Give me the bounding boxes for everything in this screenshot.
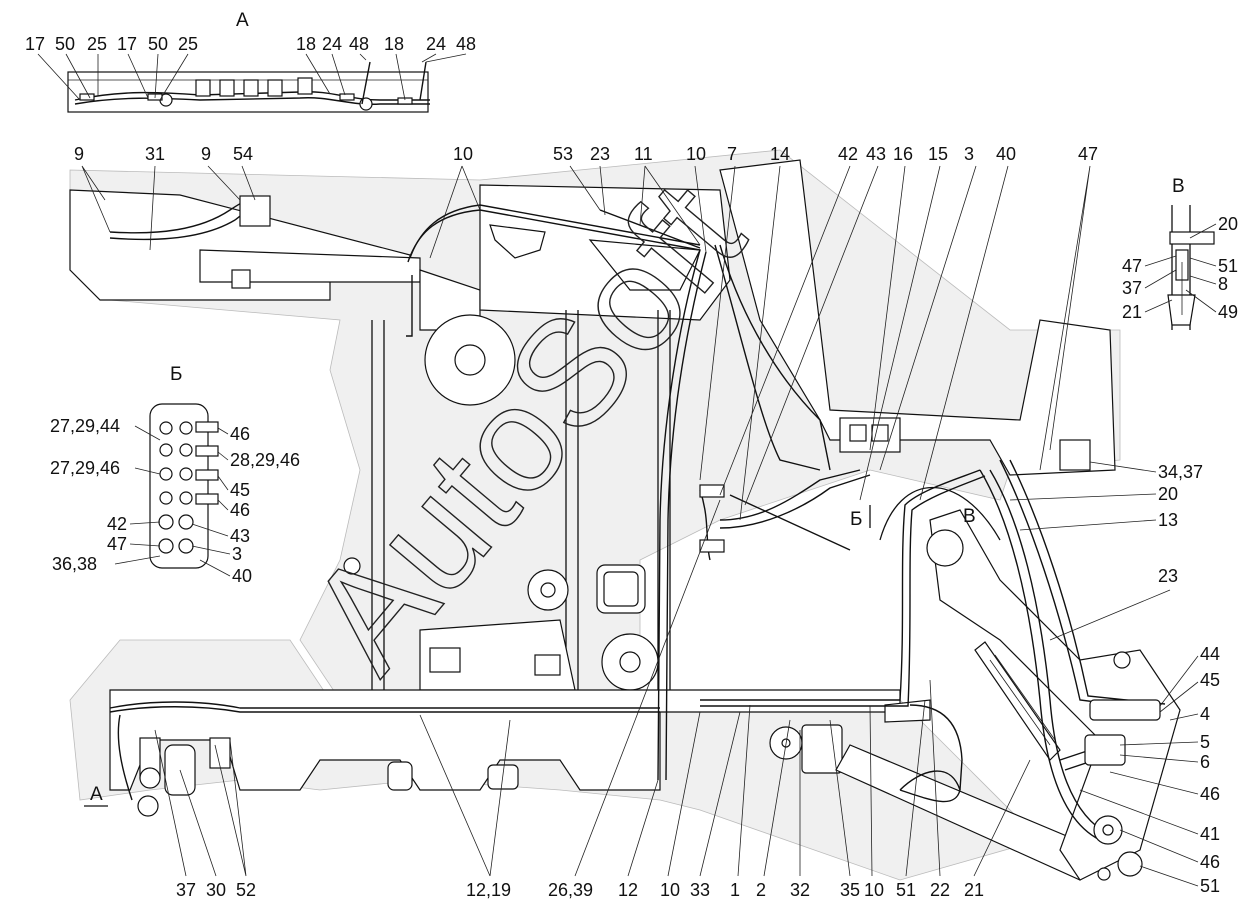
label: 14	[770, 144, 790, 164]
section-b: Б	[170, 364, 182, 385]
label: 26,39	[548, 880, 593, 900]
label: 10	[864, 880, 884, 900]
label: 24	[426, 34, 446, 54]
label: 16	[893, 144, 913, 164]
label: 5	[1200, 732, 1210, 752]
label: 27,29,46	[50, 458, 120, 478]
label: 36,38	[52, 554, 97, 574]
label: 1	[730, 880, 740, 900]
labels-view-v: 20 47 51 37 8 21 49	[1122, 214, 1238, 322]
label: 23	[1158, 566, 1178, 586]
label: 47	[107, 534, 127, 554]
label: 17	[25, 34, 45, 54]
label: 40	[232, 566, 252, 586]
label: 50	[148, 34, 168, 54]
label: 46	[1200, 852, 1220, 872]
label: 53	[553, 144, 573, 164]
label: 46	[230, 500, 250, 520]
label: 49	[1218, 302, 1238, 322]
label: 24	[322, 34, 342, 54]
label: 48	[456, 34, 476, 54]
label: 45	[1200, 670, 1220, 690]
hydraulic-hoses	[109, 195, 1166, 845]
label: 32	[790, 880, 810, 900]
label: 25	[178, 34, 198, 54]
label: 31	[145, 144, 165, 164]
section-a-bottom: А	[90, 784, 103, 805]
label: 2	[756, 880, 766, 900]
label: 11	[634, 144, 653, 164]
label: 15	[928, 144, 948, 164]
label: 33	[690, 880, 710, 900]
view-a-detail	[67, 61, 430, 113]
label: 46	[1200, 784, 1220, 804]
label: 25	[87, 34, 107, 54]
label: 9	[74, 144, 84, 164]
label: 48	[349, 34, 369, 54]
label: 45	[230, 480, 250, 500]
section-b-marker: Б	[850, 509, 862, 530]
label: 13	[1158, 510, 1178, 530]
labels-upper: 9 31 9 54 10 53 23 11 10 7 14 42 43 16 1…	[74, 144, 1098, 521]
label: 18	[296, 34, 316, 54]
label: 18	[384, 34, 404, 54]
labels-view-b: 27,29,44 46 28,29,46 27,29,46 45 46 42 4…	[50, 416, 300, 586]
label: 47	[1122, 256, 1142, 276]
label: 51	[1200, 876, 1220, 896]
label: 17	[117, 34, 137, 54]
label: 22	[930, 880, 950, 900]
label: 42	[838, 144, 858, 164]
label: 20	[1218, 214, 1238, 234]
section-a-top: А	[236, 10, 249, 31]
label: 51	[896, 880, 916, 900]
label: 34,37	[1158, 462, 1203, 482]
frame-members	[343, 310, 671, 691]
label: 30	[206, 880, 226, 900]
label: 43	[230, 526, 250, 546]
label: 51	[1218, 256, 1238, 276]
labels-right: 34,37 20 13 23 44 45 4 5 6 46 41 46 51	[1009, 461, 1220, 896]
label: 44	[1200, 644, 1220, 664]
label: 21	[1122, 302, 1142, 322]
view-v-detail	[1167, 205, 1215, 330]
label: 12	[618, 880, 638, 900]
label: 21	[964, 880, 984, 900]
label: 46	[230, 424, 250, 444]
label: 28,29,46	[230, 450, 300, 470]
label: 54	[233, 144, 253, 164]
label: 50	[55, 34, 75, 54]
view-b-detail	[149, 403, 219, 569]
label: 10	[686, 144, 706, 164]
label: 10	[453, 144, 473, 164]
label: 12,19	[466, 880, 511, 900]
label: 7	[727, 144, 737, 164]
label: 3	[232, 544, 242, 564]
label: 37	[176, 880, 196, 900]
section-v-marker: В	[963, 506, 976, 527]
label: 9	[201, 144, 211, 164]
label: 4	[1200, 704, 1210, 724]
label: 10	[660, 880, 680, 900]
label: 43	[866, 144, 886, 164]
labels-view-a: 17 50 25 17 50 25 18 24 48 18 24 48	[25, 34, 476, 101]
label: 6	[1200, 752, 1210, 772]
upper-body	[69, 159, 1116, 476]
label: 27,29,44	[50, 416, 120, 436]
label: 41	[1200, 824, 1220, 844]
label: 8	[1218, 274, 1228, 294]
lower-frame	[109, 487, 1181, 881]
label: 52	[236, 880, 256, 900]
label: 37	[1122, 278, 1142, 298]
label: 47	[1078, 144, 1098, 164]
section-v: В	[1172, 176, 1185, 197]
label: 3	[964, 144, 974, 164]
label: 23	[590, 144, 610, 164]
label: 40	[996, 144, 1016, 164]
label: 42	[107, 514, 127, 534]
label: 35	[840, 880, 860, 900]
labels-bottom: 37 30 52 12,19 26,39 12 10 33 1 2 32 35 …	[154, 499, 1031, 900]
label: 20	[1158, 484, 1178, 504]
